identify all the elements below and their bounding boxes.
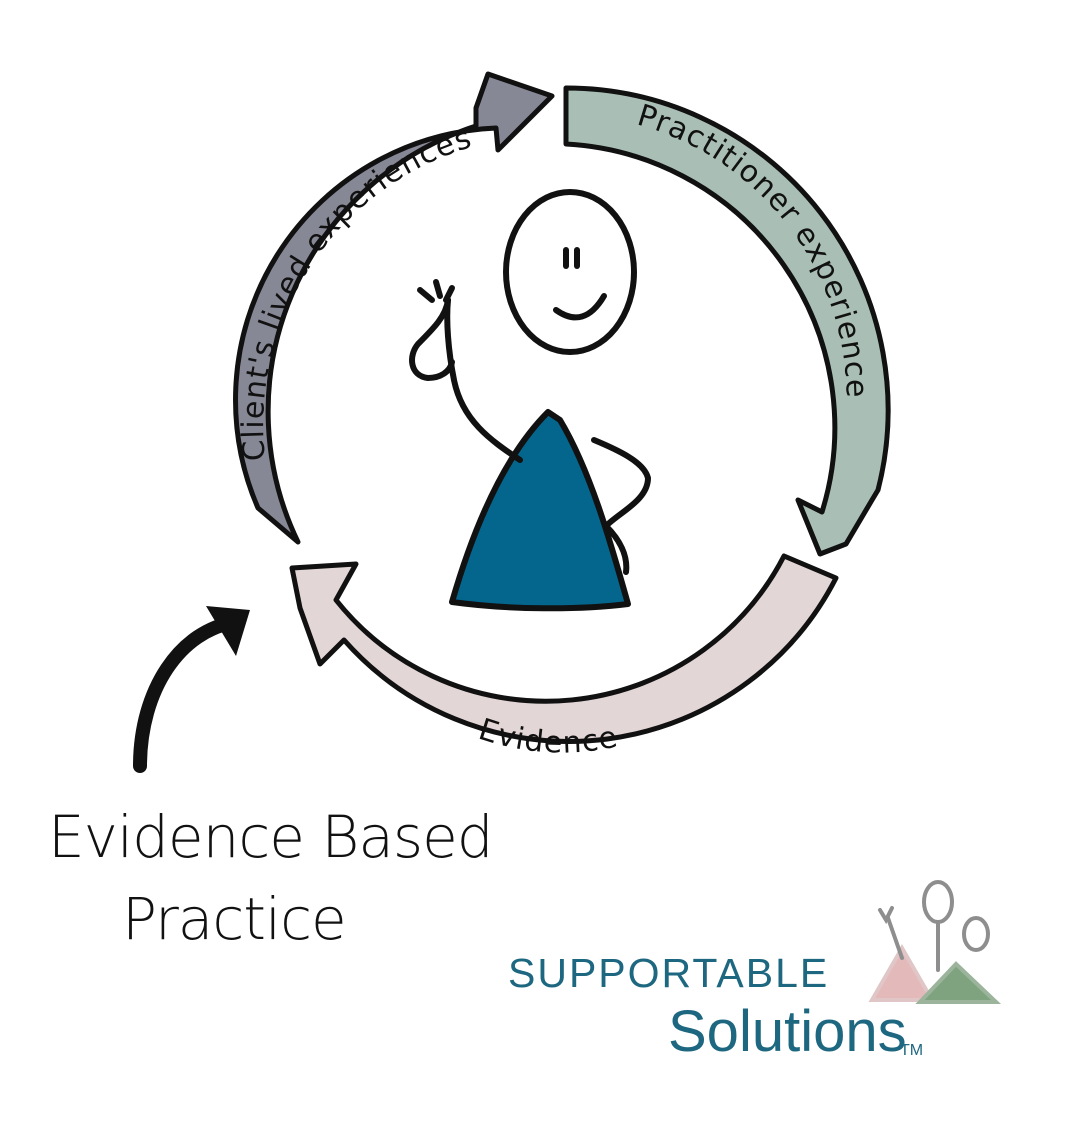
stick-figure-illustration [409, 189, 651, 612]
figure-head [503, 189, 637, 355]
figure-body [449, 409, 631, 612]
logo-figures-icon [868, 880, 1002, 1004]
pointer-arrow [133, 606, 250, 773]
figure-raised-arm [444, 297, 523, 463]
cycle-arrow-practitioner [563, 85, 891, 557]
figure-spark-3 [443, 285, 455, 303]
logo-text-top: SUPPORTABLE [508, 950, 830, 996]
logo-text-bottom: Solutions [668, 999, 907, 1064]
cycle-arrow-evidence [289, 553, 839, 744]
caption-line2: Practice [122, 885, 347, 953]
figure-fist [409, 297, 455, 381]
figure-spark-1 [417, 287, 435, 303]
figure-smile [553, 293, 607, 321]
figure-spark-2 [433, 279, 443, 299]
logo-trademark: TM [900, 1042, 924, 1059]
caption-line1: Evidence Based [48, 803, 494, 871]
cycle-arrow-client [233, 71, 555, 545]
figure-hip-arm [591, 437, 651, 575]
